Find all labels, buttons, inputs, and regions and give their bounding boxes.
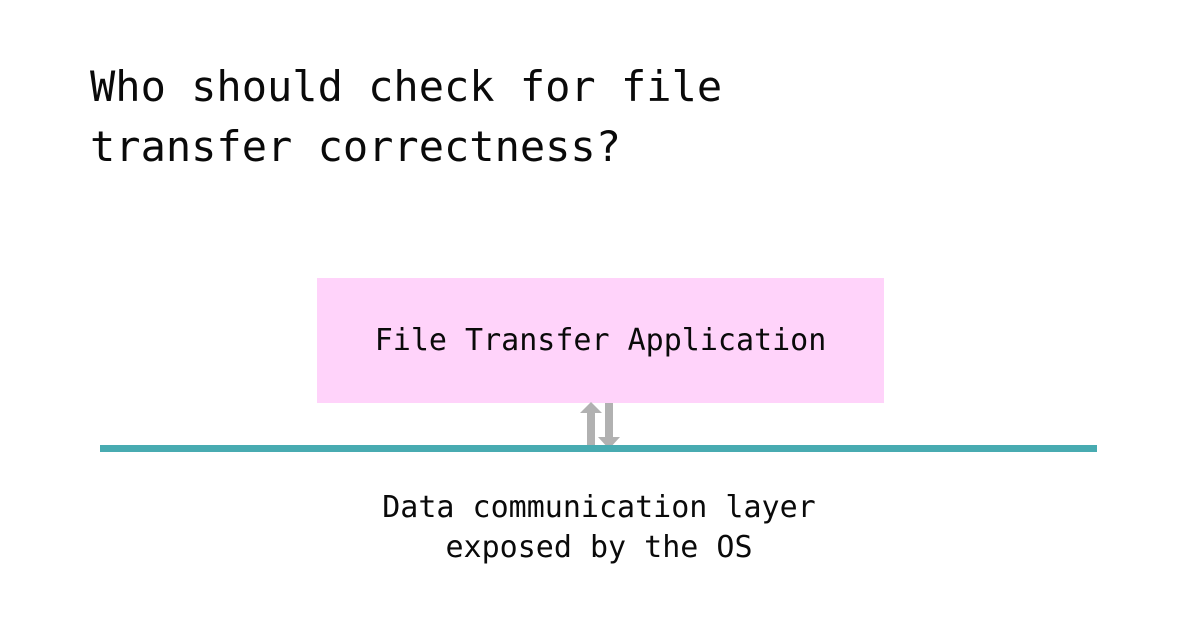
os-layer-caption: Data communication layer exposed by the … [0,488,1198,568]
caption-line-2: exposed by the OS [445,530,753,565]
up-arrow-icon [580,402,602,446]
down-arrow-icon [598,403,620,449]
page-title: Who should check for file transfer corre… [90,62,723,171]
caption-line-1: Data communication layer [382,490,816,525]
file-transfer-application-box: File Transfer Application [317,278,884,403]
up-down-arrows-icon [580,402,620,449]
app-box-label: File Transfer Application [374,323,827,358]
os-layer-line [100,445,1097,452]
